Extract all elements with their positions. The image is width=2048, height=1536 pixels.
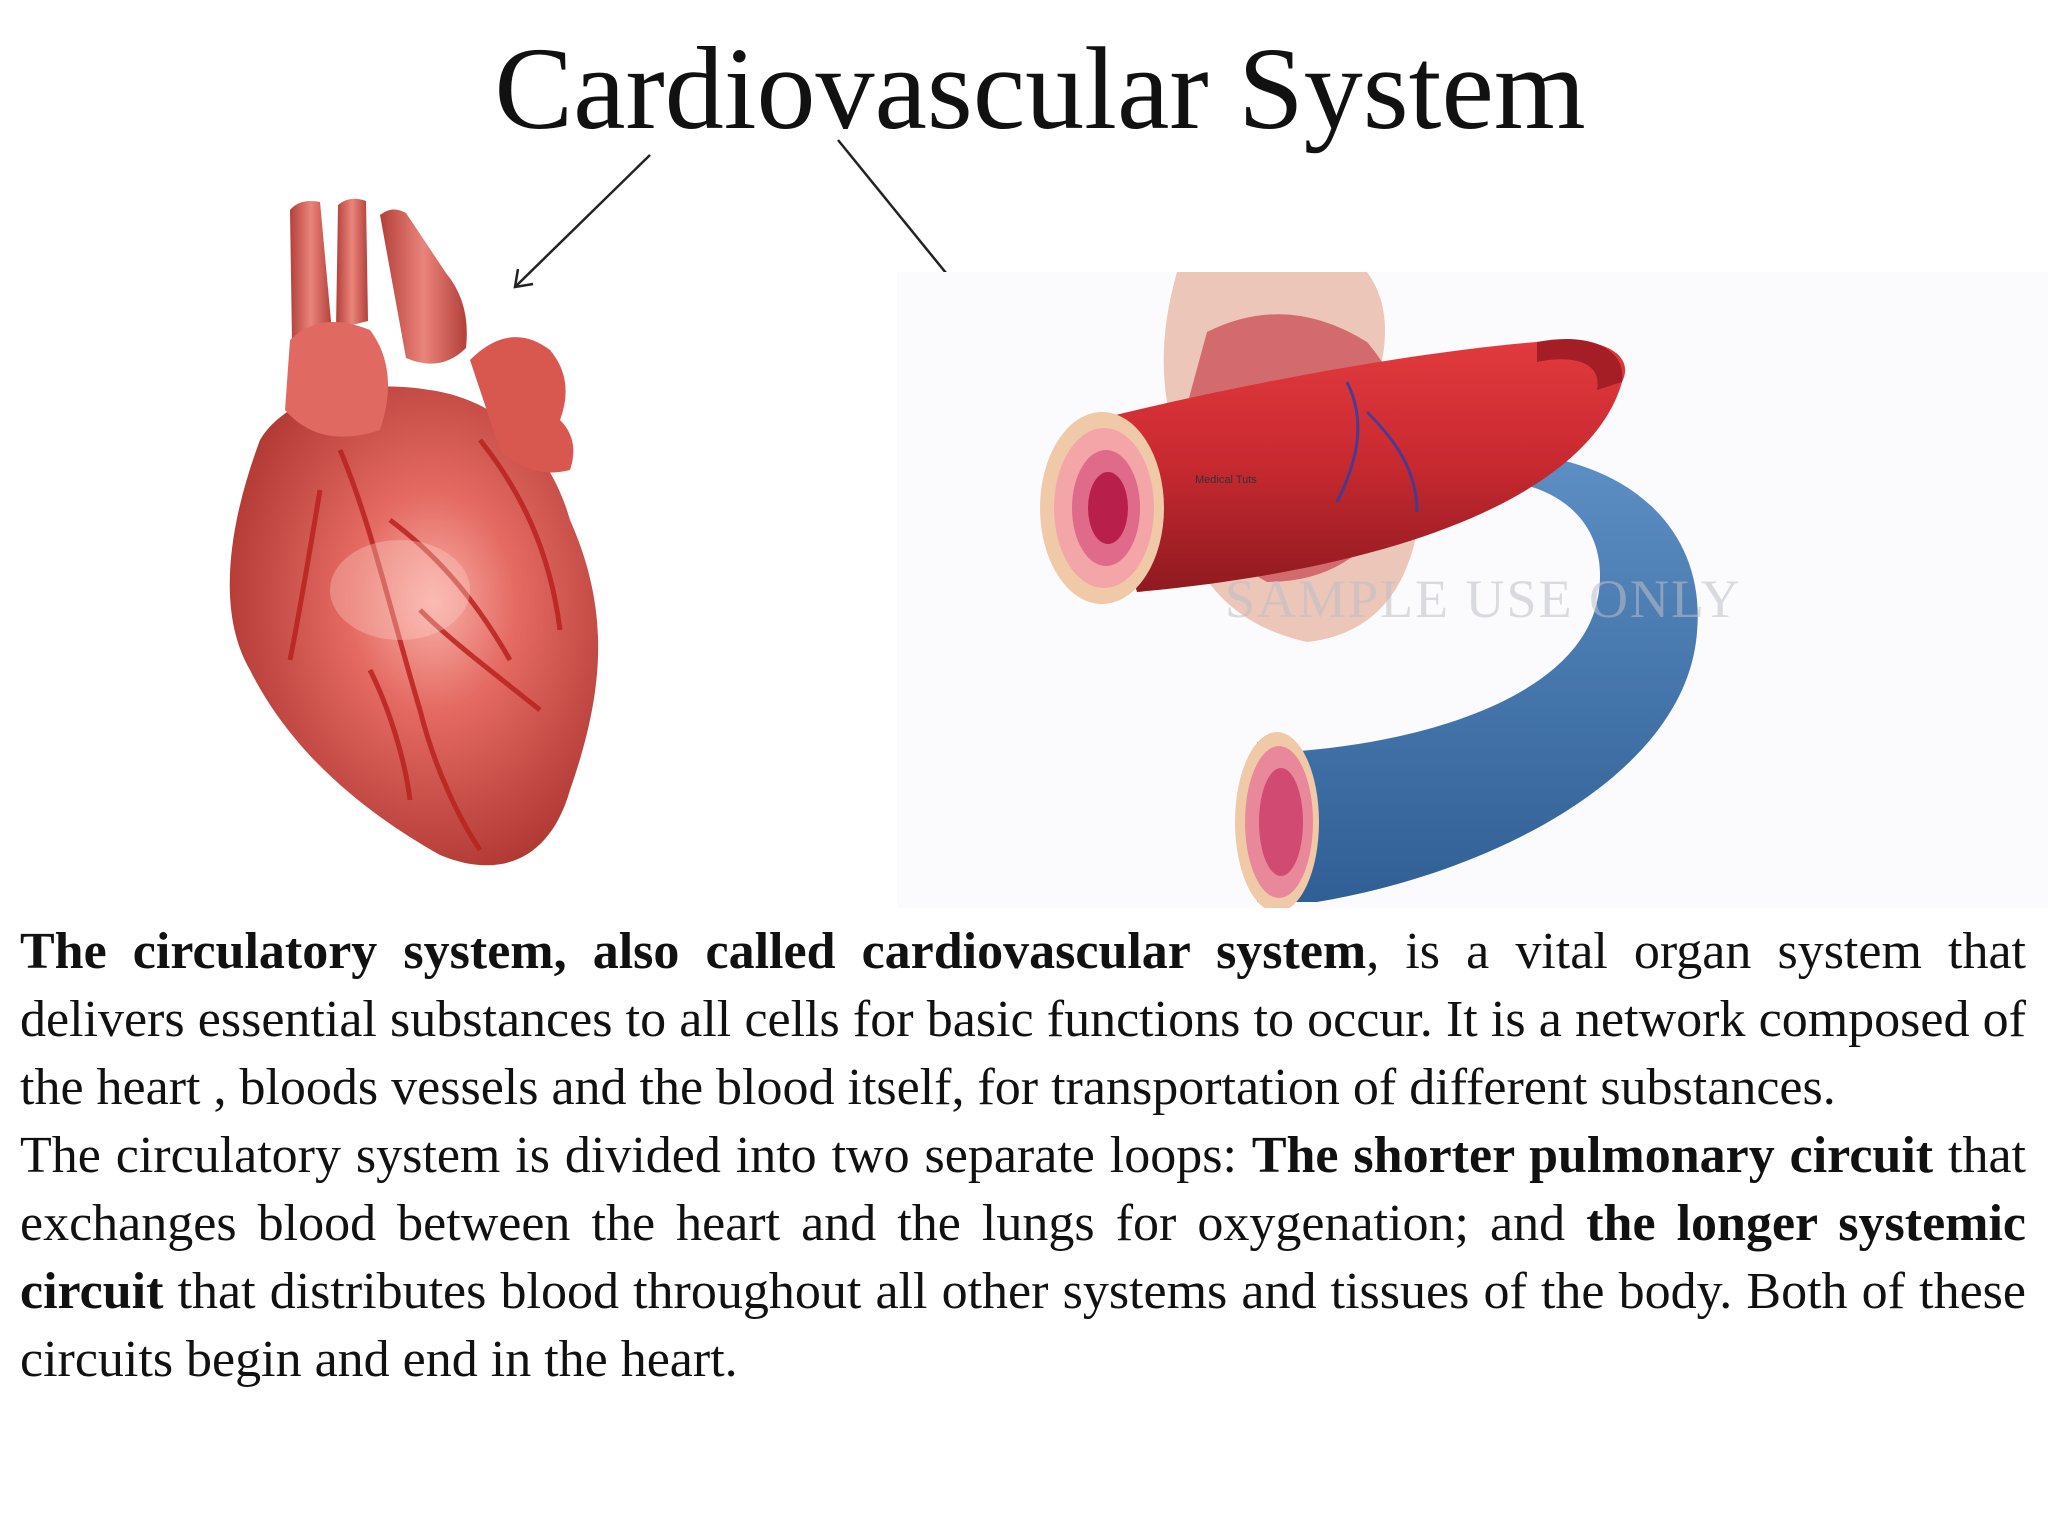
- systemic-circuit-term: the longer systemic circuit: [20, 1195, 2027, 1320]
- paragraph-1: The circulatory system, also called card…: [20, 918, 2026, 1122]
- image-watermark: SAMPLE USE ONLY: [1225, 569, 1742, 629]
- paragraph-1-bold: The circulatory system, also called card…: [20, 923, 1367, 980]
- paragraph-2-text-3: that distributes blood throughout all ot…: [20, 1263, 2026, 1388]
- paragraph-2-text-2: that exchanges blood between the heart a…: [20, 1127, 2026, 1252]
- paragraph-2: The circulatory system is divided into t…: [20, 1122, 2026, 1394]
- blood-vessel-illustration: [1040, 272, 1698, 908]
- paragraph-1-text: , is a vital organ system that delivers …: [20, 923, 2026, 1116]
- page-title: Cardiovascular System: [494, 23, 1586, 154]
- heart-illustration: [229, 198, 599, 866]
- description-text: The circulatory system, also called card…: [20, 918, 2026, 1394]
- pulmonary-circuit-term: The shorter pulmonary circuit: [1251, 1127, 1934, 1184]
- image-brand-label: Medical Tuts: [1195, 474, 1257, 486]
- paragraph-2-text-1: The circulatory system is divided into t…: [20, 1127, 1252, 1184]
